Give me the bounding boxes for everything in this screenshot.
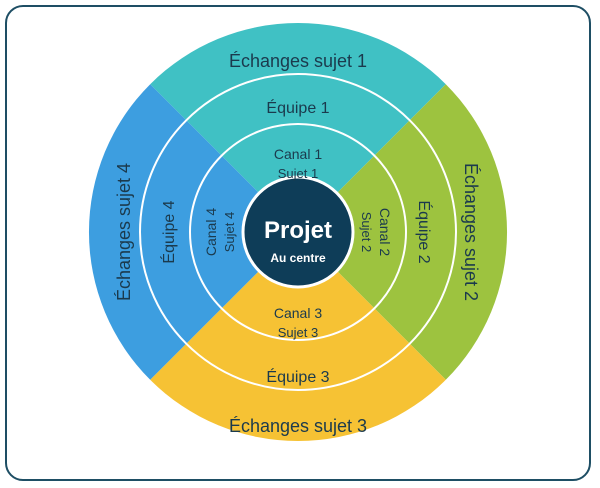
center-title: Projet	[264, 217, 332, 244]
right-inner-sublabel: Sujet 2	[359, 212, 374, 252]
sector-right	[298, 84, 508, 380]
left-middle-label: Équipe 4	[159, 200, 178, 263]
sector-wedges	[88, 22, 508, 442]
center-subtitle: Au centre	[270, 251, 326, 265]
bottom-inner-sublabel: Sujet 3	[278, 325, 318, 340]
sector-left	[88, 84, 298, 380]
right-middle-label: Équipe 2	[415, 200, 434, 263]
top-outer-label: Échanges sujet 1	[229, 51, 367, 71]
bottom-inner-label: Canal 3	[274, 305, 322, 321]
bottom-middle-label: Équipe 3	[266, 367, 329, 386]
ring-inner-border	[189, 123, 407, 341]
top-inner-label: Canal 1	[274, 146, 322, 162]
center-disc	[241, 175, 355, 289]
sector-bottom	[150, 232, 446, 442]
left-inner-sublabel: Sujet 4	[222, 212, 237, 252]
top-inner-sublabel: Sujet 1	[278, 166, 318, 181]
left-outer-label: Échanges sujet 4	[114, 163, 134, 301]
bottom-outer-label: Échanges sujet 3	[229, 416, 367, 436]
right-outer-label: Échanges sujet 2	[461, 163, 481, 301]
top-middle-label: Équipe 1	[266, 98, 329, 117]
ring-middle-border	[139, 73, 457, 391]
left-inner-label: Canal 4	[203, 208, 219, 256]
right-inner-label: Canal 2	[377, 208, 393, 256]
sector-top	[150, 22, 446, 233]
